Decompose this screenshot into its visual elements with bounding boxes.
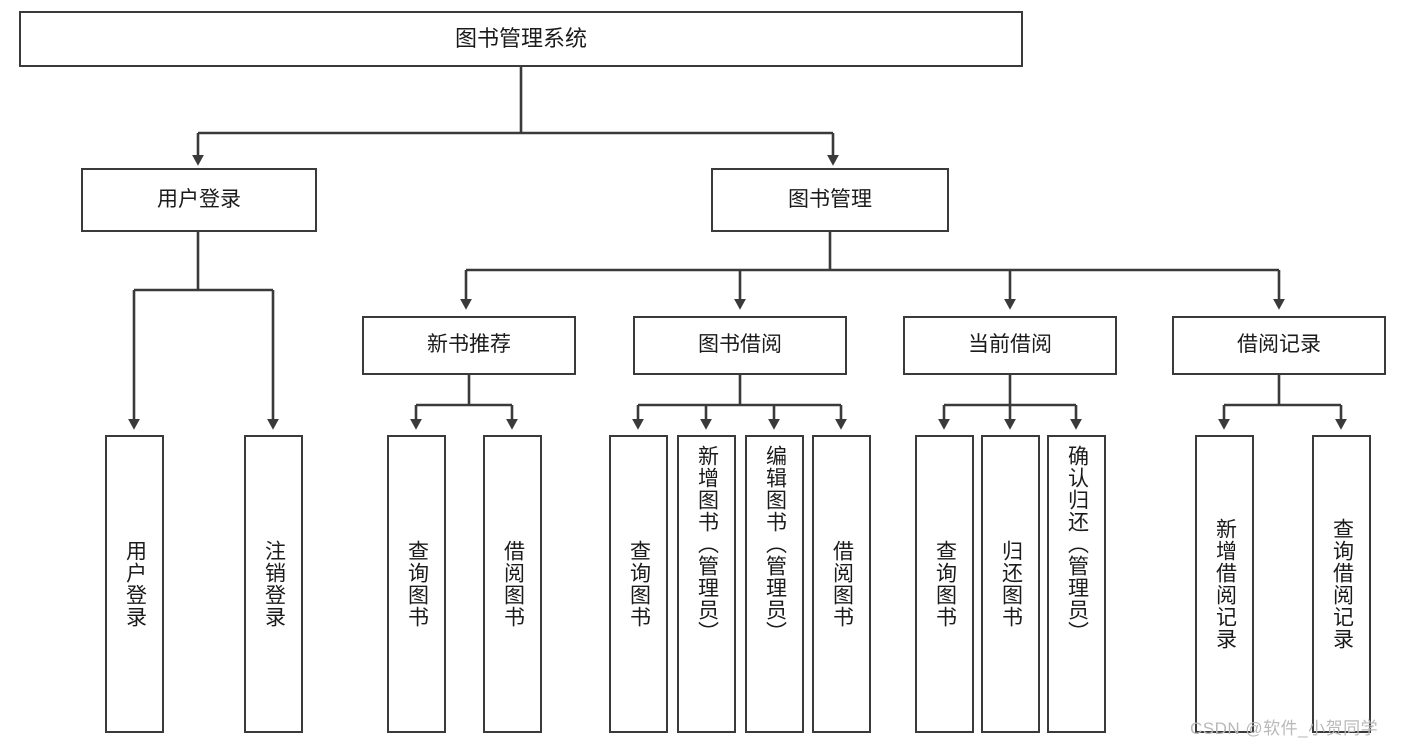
leaf-records-query-record[interactable]: 查询借阅记录 — [1312, 435, 1371, 733]
node-label: 新增图书（管理员） — [695, 445, 719, 643]
node-label: 查询借阅记录 — [1330, 518, 1354, 650]
node-label: 新书推荐 — [427, 333, 511, 357]
leaf-current-confirm-return-admin[interactable]: 确认归还（管理员） — [1047, 435, 1106, 733]
node-label: 注销登录 — [262, 540, 286, 628]
leaf-borrow-add-book-admin[interactable]: 新增图书（管理员） — [677, 435, 736, 733]
leaf-records-add-record[interactable]: 新增借阅记录 — [1195, 435, 1254, 733]
leaf-borrow-query-book[interactable]: 查询图书 — [609, 435, 668, 733]
leaf-user-logout[interactable]: 注销登录 — [244, 435, 303, 733]
node-label: 查询图书 — [405, 540, 429, 628]
node-book-management[interactable]: 图书管理 — [711, 168, 949, 232]
node-label: 当前借阅 — [968, 333, 1052, 357]
node-label: 新增借阅记录 — [1213, 518, 1237, 650]
node-user-login[interactable]: 用户登录 — [81, 168, 317, 232]
leaf-borrow-edit-book-admin[interactable]: 编辑图书（管理员） — [745, 435, 804, 733]
node-label: 确认归还（管理员） — [1065, 445, 1089, 643]
node-label: 编辑图书（管理员） — [763, 445, 787, 643]
node-label: 图书管理系统 — [454, 26, 587, 52]
node-current-borrow[interactable]: 当前借阅 — [903, 316, 1117, 375]
leaf-user-login[interactable]: 用户登录 — [105, 435, 164, 733]
leaf-current-query-book[interactable]: 查询图书 — [915, 435, 974, 733]
node-book-borrow[interactable]: 图书借阅 — [633, 316, 847, 375]
leaf-recommend-borrow-book[interactable]: 借阅图书 — [483, 435, 542, 733]
node-new-book-recommend[interactable]: 新书推荐 — [362, 316, 576, 375]
node-label: 借阅图书 — [501, 540, 525, 628]
node-label: 查询图书 — [627, 540, 651, 628]
node-root-system[interactable]: 图书管理系统 — [19, 11, 1023, 67]
node-label: 借阅记录 — [1237, 333, 1321, 357]
node-borrow-records[interactable]: 借阅记录 — [1172, 316, 1386, 375]
node-label: 图书借阅 — [698, 333, 782, 357]
node-label: 图书管理 — [788, 187, 872, 211]
node-label: 用户登录 — [157, 187, 241, 211]
node-label: 借阅图书 — [830, 540, 854, 628]
watermark: CSDN @软件_小贺同学 — [1190, 719, 1379, 738]
node-label: 用户登录 — [123, 540, 147, 628]
leaf-current-return-book[interactable]: 归还图书 — [981, 435, 1040, 733]
node-label: 归还图书 — [999, 540, 1023, 628]
leaf-recommend-query-book[interactable]: 查询图书 — [387, 435, 446, 733]
leaf-borrow-borrow-book[interactable]: 借阅图书 — [812, 435, 871, 733]
node-label: 查询图书 — [933, 540, 957, 628]
